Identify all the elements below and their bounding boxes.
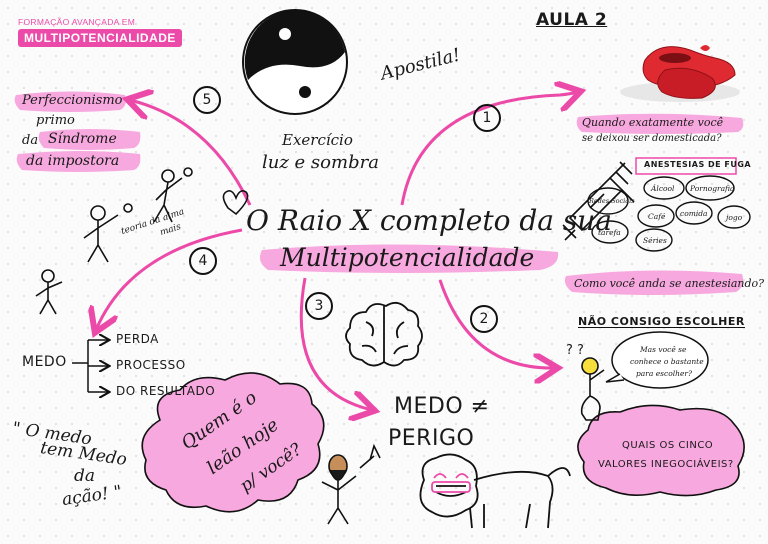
question1-highlight xyxy=(576,113,744,134)
anestesias-title: ANESTESIAS DE FUGA xyxy=(644,160,752,169)
thought-bubble xyxy=(611,331,709,389)
branch-arrow-4 xyxy=(96,228,243,330)
perfeccionismo-highlight-1 xyxy=(14,91,126,112)
thought-line3: para escolher? xyxy=(636,369,692,378)
stick-figure-juggler xyxy=(83,167,193,263)
brain-icon xyxy=(345,301,423,367)
valores-line1: QUAIS OS CINCO xyxy=(622,440,714,451)
lion-question-cloud xyxy=(141,372,325,513)
quote-l3: da xyxy=(74,466,96,486)
branch-arrow-2 xyxy=(438,279,555,368)
question2-highlight xyxy=(564,270,744,295)
branch-number-4: 4 xyxy=(189,247,217,275)
valores-line2: VALORES INEGOCIÁVEIS? xyxy=(598,459,734,470)
question1-line1: Quando exatamente você xyxy=(582,116,724,129)
question-marks: ? ? xyxy=(566,343,584,358)
perfeccionismo-l2: primo xyxy=(36,113,75,128)
medo-item-resultado: DO RESULTADO xyxy=(116,384,216,398)
thought-line2: conhece o bastante xyxy=(630,357,704,366)
branch-arrow-3 xyxy=(299,277,372,410)
medo-item-perda: PERDA xyxy=(116,332,159,346)
branch-number-3: 3 xyxy=(305,292,333,320)
branch-number-5: 5 xyxy=(193,86,221,114)
thought-bubble-tail xyxy=(605,373,625,383)
branch-arrow-5 xyxy=(130,100,252,206)
center-title-highlight xyxy=(260,244,559,273)
anestesia-pornografia: Pornografia xyxy=(690,184,735,193)
center-title-line2: Multipotencialidade xyxy=(280,243,535,272)
anestesia-redes-sociais: Redes Sociais xyxy=(589,197,635,205)
yin-yang-icon xyxy=(242,9,348,115)
question1-line2: se deixou ser domesticada? xyxy=(582,133,722,144)
anestesias-ovals xyxy=(587,175,751,252)
medo-tree-lines xyxy=(72,340,108,392)
exercise-sublabel: luz e sombra xyxy=(262,152,379,173)
branch-number-2: 2 xyxy=(470,305,498,333)
anestesia-comida: comida xyxy=(680,209,708,218)
anestesias-title-box xyxy=(635,157,737,175)
heart-icon xyxy=(222,190,249,216)
branch-arrow-1 xyxy=(400,92,578,206)
stick-figure-small xyxy=(35,269,63,315)
course-brand: FORMAÇÃO AVANÇADA EM MULTIPOTENCIALIDADE xyxy=(18,17,182,47)
center-title-line1: O Raio X completo da sua xyxy=(246,204,612,237)
perfeccionismo-highlight-2 xyxy=(38,129,141,150)
syringe-icon xyxy=(562,161,635,241)
course-brand-title: MULTIPOTENCIALIDADE xyxy=(18,29,182,47)
exercise-label: Exercício xyxy=(282,131,353,149)
stick-figure-thinking xyxy=(580,357,605,421)
course-brand-subtitle: FORMAÇÃO AVANÇADA EM xyxy=(18,17,136,27)
question2: Como você anda se anestesiando? xyxy=(574,277,765,290)
anestesia-cafe: Café xyxy=(648,212,666,221)
anestesia-series: Séries xyxy=(643,236,667,245)
lesson-label: AULA 2 xyxy=(536,10,608,30)
medo-perigo-l1: MEDO ≠ xyxy=(394,394,490,419)
red-shoes-image xyxy=(620,45,740,102)
valores-cloud xyxy=(577,404,745,497)
branch-number-1: 1 xyxy=(473,104,501,132)
medo-label: MEDO xyxy=(22,354,67,370)
thought-line1: Mas você se xyxy=(640,345,687,354)
perfeccionismo-l3: da xyxy=(22,133,39,148)
perfeccionismo-l5: da impostora xyxy=(26,153,120,169)
lion-icon xyxy=(419,453,571,529)
perfeccionismo-l1: Perfeccionismo xyxy=(22,93,123,108)
perfeccionismo-highlight-3 xyxy=(16,151,141,172)
anestesia-tarefa: tarefa xyxy=(598,228,621,237)
caveman-figure xyxy=(321,443,381,525)
nao-consigo-escolher: NÃO CONSIGO ESCOLHER xyxy=(578,315,745,328)
anestesia-jogo: jogo xyxy=(726,213,743,222)
anestesia-alcool: Álcool xyxy=(651,184,675,193)
medo-item-processo: PROCESSO xyxy=(116,358,186,372)
medo-perigo-l2: PERIGO xyxy=(388,426,475,451)
perfeccionismo-l4: Síndrome xyxy=(48,131,117,147)
